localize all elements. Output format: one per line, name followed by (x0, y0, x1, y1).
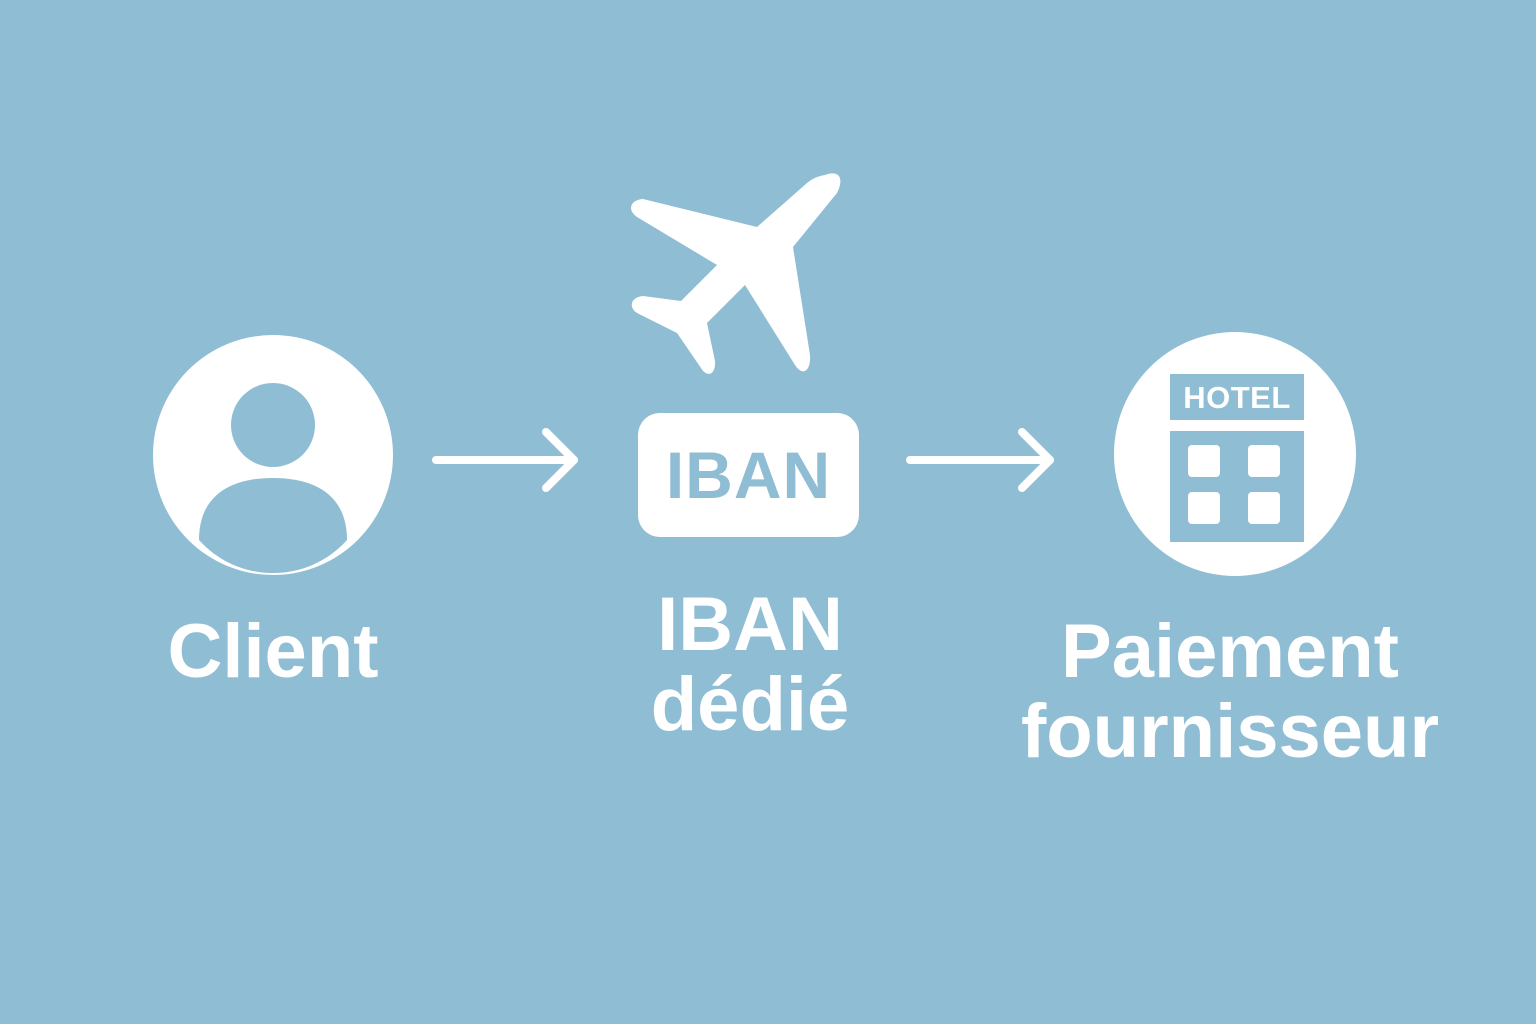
hotel-building (1170, 431, 1304, 542)
supplier-label: Paiement fournisseur (1010, 612, 1450, 772)
supplier-label-line2: fournisseur (1020, 688, 1440, 774)
hotel-window (1248, 445, 1280, 477)
iban-label-line1: IBAN (657, 582, 843, 667)
user-icon (199, 383, 347, 573)
supplier-label-line1: Paiement (1061, 609, 1399, 694)
hotel-sign: HOTEL (1170, 374, 1304, 420)
hotel-window (1248, 492, 1280, 524)
hotel-sign-text: HOTEL (1183, 379, 1291, 415)
hotel-window (1188, 445, 1220, 477)
arrow-right-icon (906, 427, 1058, 493)
airplane-icon (625, 165, 845, 380)
client-avatar (153, 335, 393, 575)
hotel-window (1188, 492, 1220, 524)
arrow-right-icon (432, 427, 582, 493)
iban-badge-text: IBAN (665, 438, 832, 512)
iban-label-line2: dédié (650, 661, 850, 747)
client-label: Client (133, 612, 413, 692)
iban-badge: IBAN (638, 413, 859, 537)
iban-label: IBAN dédié (600, 585, 900, 745)
client-label-text: Client (167, 609, 379, 694)
